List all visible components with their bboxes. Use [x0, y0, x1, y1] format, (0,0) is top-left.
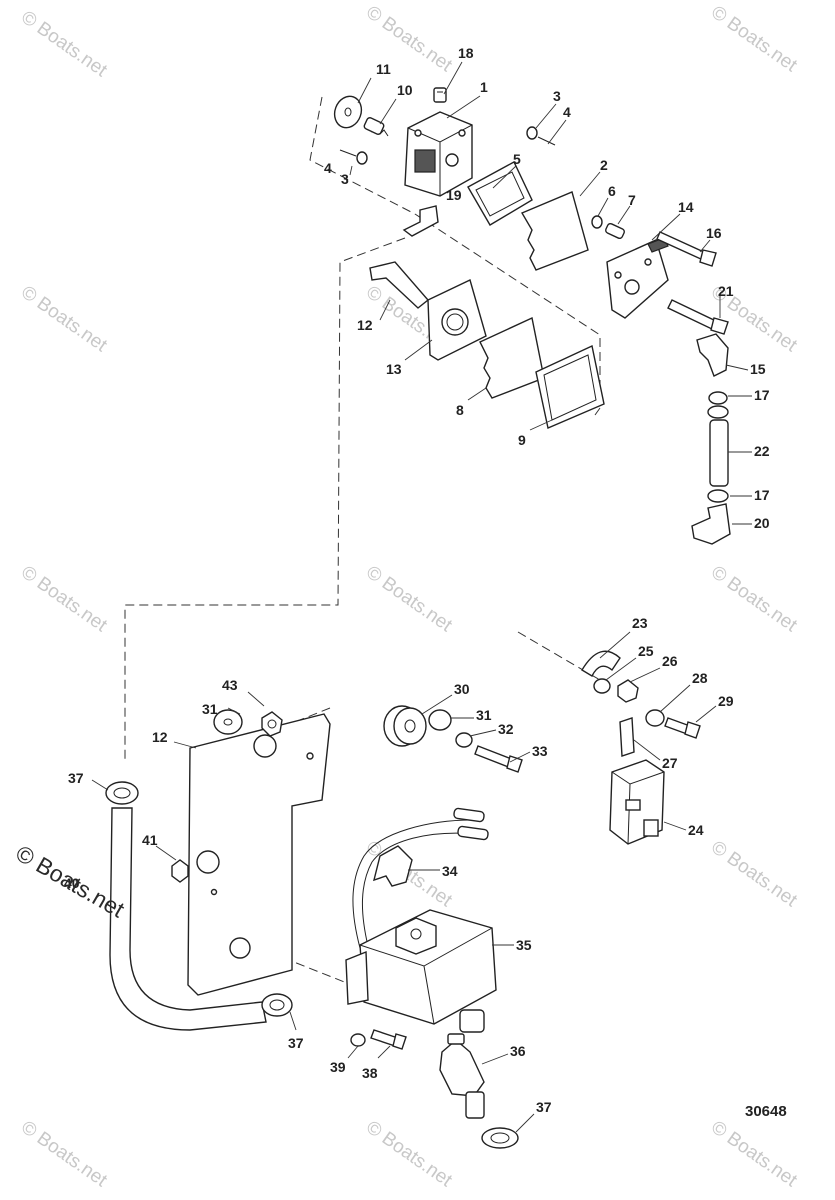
watermark-tile: © Boats.net	[707, 1117, 801, 1192]
callout-20: 20	[754, 515, 770, 531]
callout-12-bottom: 12	[152, 729, 168, 745]
callout-27: 27	[662, 755, 678, 771]
callout-3-left: 3	[341, 171, 349, 187]
callout-28: 28	[692, 670, 708, 686]
solenoid-lower-assembly	[105, 650, 701, 1149]
watermark-tile: © Boats.net	[707, 837, 801, 912]
watermark-tile: © Boats.net	[17, 7, 111, 82]
callout-23: 23	[632, 615, 648, 631]
watermark-tile: © Boats.net	[362, 1117, 456, 1192]
callout-17-top: 17	[754, 387, 770, 403]
callout-24: 24	[688, 822, 704, 838]
callout-2: 2	[600, 157, 608, 173]
callout-37-bottom: 37	[536, 1099, 552, 1115]
callout-19: 19	[446, 187, 462, 203]
callout-33: 33	[532, 743, 548, 759]
callout-8: 8	[456, 402, 464, 418]
watermark-tile: © Boats.net	[362, 562, 456, 637]
watermark-tile: © Boats.net	[707, 562, 801, 637]
drawing-number: 30648	[745, 1103, 787, 1120]
callout-11: 11	[376, 61, 391, 77]
callout-5: 5	[513, 151, 521, 167]
callout-12-top: 12	[357, 317, 373, 333]
callout-31-right: 31	[476, 707, 492, 723]
callout-25: 25	[638, 643, 654, 659]
watermark-tile: © Boats.net	[17, 282, 111, 357]
callout-32: 32	[498, 721, 514, 737]
callout-26: 26	[662, 653, 678, 669]
callout-37-middle: 37	[288, 1035, 304, 1051]
callout-17-bottom: 17	[754, 487, 770, 503]
watermark-tile: © Boats.net	[17, 1117, 111, 1192]
callout-16: 16	[706, 225, 722, 241]
callout-22: 22	[754, 443, 770, 459]
callout-7: 7	[628, 192, 636, 208]
callout-18: 18	[458, 45, 474, 61]
callout-13: 13	[386, 361, 402, 377]
callout-3-right: 3	[553, 88, 561, 104]
fuel-pump-top-assembly	[333, 87, 731, 545]
callout-34: 34	[442, 863, 458, 879]
callout-14: 14	[678, 199, 694, 215]
callout-21: 21	[718, 283, 734, 299]
callout-36: 36	[510, 1043, 526, 1059]
callout-30: 30	[454, 681, 470, 697]
callout-labels: 11 18 10 1 3 4 4 3 5 2 19 6 7 14 16 21 1…	[64, 45, 770, 1115]
callout-29: 29	[718, 693, 734, 709]
callout-4-left: 4	[324, 160, 332, 176]
callout-38: 38	[362, 1065, 378, 1081]
callout-15: 15	[750, 361, 766, 377]
callout-40: 40	[64, 875, 80, 891]
callout-43: 43	[222, 677, 238, 693]
watermark-tile: © Boats.net	[707, 2, 801, 77]
leader-lines	[91, 61, 752, 1133]
watermark-tile: © Boats.net	[17, 562, 111, 637]
callout-31-left: 31	[202, 701, 218, 717]
callout-35: 35	[516, 937, 532, 953]
callout-41: 41	[142, 832, 158, 848]
callout-39: 39	[330, 1059, 346, 1075]
callout-9: 9	[518, 432, 526, 448]
callout-37-top: 37	[68, 770, 84, 786]
callout-6: 6	[608, 183, 616, 199]
callout-1: 1	[480, 79, 488, 95]
callout-10: 10	[397, 82, 413, 98]
callout-4-right: 4	[563, 104, 571, 120]
